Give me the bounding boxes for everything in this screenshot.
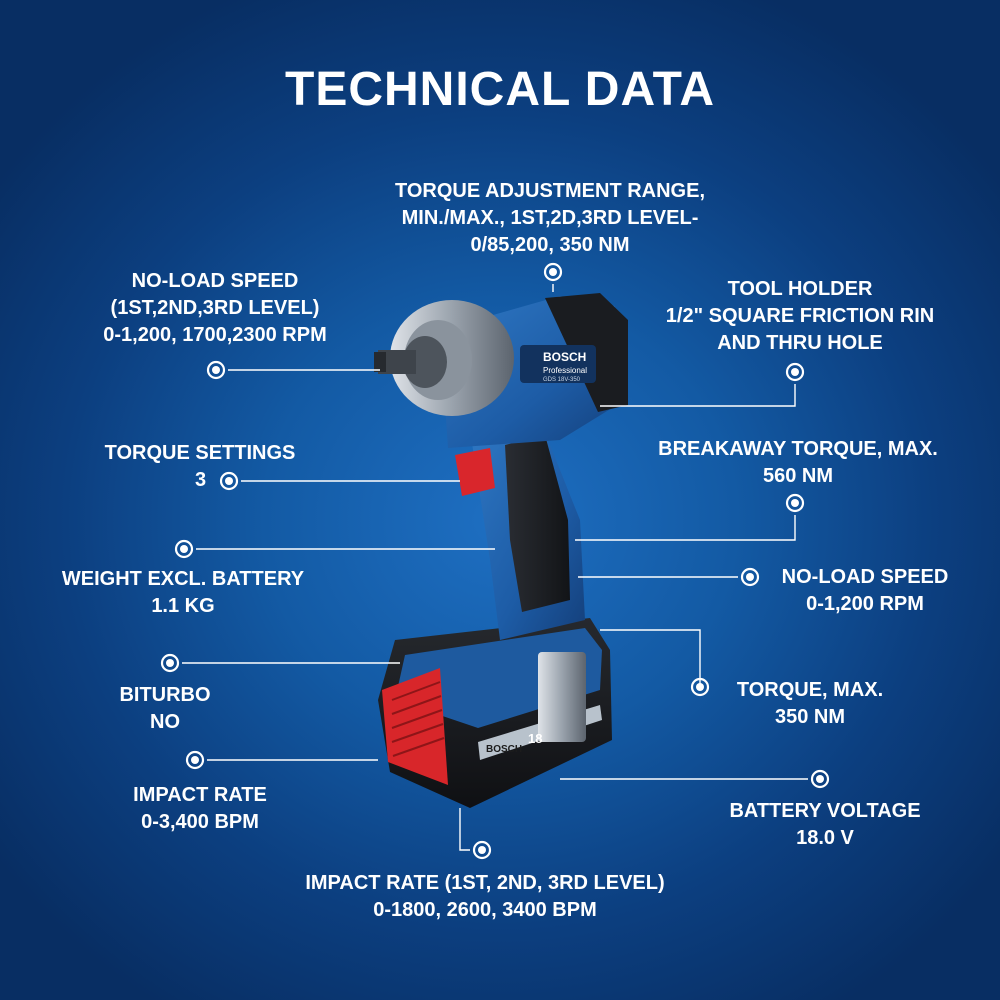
- spec-impact-rate-levels-label: IMPACT RATE (1ST, 2ND, 3RD LEVEL): [305, 872, 665, 894]
- spec-tool-holder-line1: TOOL HOLDER: [727, 278, 873, 300]
- spec-impact-rate-levels-value: 0-1800, 2600, 3400 BPM: [373, 899, 597, 921]
- spec-no-load-speed-label: NO-LOAD SPEED: [781, 566, 949, 588]
- page-title: TECHNICAL DATA: [285, 63, 715, 116]
- spec-no-load-speed-levels-line2: (1ST,2ND,3RD LEVEL): [110, 297, 320, 319]
- spec-no-load-speed: NO-LOAD SPEED 0-1,200 RPM: [760, 564, 970, 618]
- spec-breakaway-torque: BREAKAWAY TORQUE, MAX. 560 NM: [615, 436, 981, 490]
- anvil-head: [374, 300, 514, 416]
- spec-tool-holder-line2: 1/2" SQUARE FRICTION RIN: [665, 305, 935, 327]
- tool-model-label: GDS 18V-350: [543, 377, 581, 383]
- spec-battery-voltage-label: BATTERY VOLTAGE: [729, 800, 921, 822]
- spec-biturbo-label: BITURBO: [119, 684, 211, 706]
- spec-torque-max: TORQUE, MAX. 350 NM: [710, 677, 910, 731]
- spec-weight: WEIGHT EXCL. BATTERY 1.1 KG: [30, 566, 336, 620]
- spec-torque-max-label: TORQUE, MAX.: [736, 679, 884, 701]
- spec-breakaway-torque-value: 560 NM: [762, 465, 834, 487]
- battery-brand-label: BOSCH: [486, 744, 522, 755]
- marker-biturbo: [160, 653, 180, 673]
- spec-impact-rate-value: 0-3,400 BPM: [141, 811, 259, 833]
- marker-tool-holder: [785, 362, 805, 382]
- battery-voltage-label: 18: [528, 731, 542, 746]
- spec-torque-range-value: 0/85,200, 350 NM: [470, 234, 630, 256]
- spec-tool-holder-line3: AND THRU HOLE: [717, 332, 883, 354]
- spec-impact-rate: IMPACT RATE 0-3,400 BPM: [100, 782, 300, 836]
- spec-torque-settings-label: TORQUE SETTINGS: [104, 442, 296, 464]
- spec-torque-range-line1: TORQUE ADJUSTMENT RANGE,: [394, 180, 706, 202]
- tool-handle: [455, 420, 585, 640]
- tool-line-label: Professional: [543, 366, 587, 375]
- spec-no-load-speed-value: 0-1,200 RPM: [806, 593, 924, 615]
- spec-biturbo-value: NO: [150, 711, 180, 733]
- spec-biturbo: BITURBO NO: [90, 682, 240, 736]
- spec-impact-rate-levels: IMPACT RATE (1ST, 2ND, 3RD LEVEL) 0-1800…: [230, 870, 740, 924]
- marker-torque-max: [690, 677, 710, 697]
- battery-pack: BOSCH 18: [378, 618, 612, 808]
- marker-no-load-speed-levels: [206, 360, 226, 380]
- spec-torque-settings-value: 3: [195, 469, 207, 491]
- marker-breakaway-torque: [785, 493, 805, 513]
- marker-impact-rate: [185, 750, 205, 770]
- spec-torque-range-line2: MIN./MAX., 1ST,2D,3RD LEVEL-: [401, 207, 699, 229]
- spec-torque-settings: TORQUE SETTINGS 3: [60, 440, 340, 494]
- spec-weight-value: 1.1 KG: [151, 595, 215, 617]
- spec-breakaway-torque-label: BREAKAWAY TORQUE, MAX.: [658, 438, 938, 460]
- spec-no-load-speed-levels-value: 0-1,200, 1700,2300 RPM: [103, 324, 327, 346]
- marker-impact-rate-levels: [472, 840, 492, 860]
- marker-no-load-speed: [740, 567, 760, 587]
- marker-battery-voltage: [810, 769, 830, 789]
- spec-impact-rate-label: IMPACT RATE: [133, 784, 267, 806]
- marker-torque-settings: [219, 471, 239, 491]
- spec-torque-max-value: 350 NM: [774, 706, 846, 728]
- spec-torque-range: TORQUE ADJUSTMENT RANGE, MIN./MAX., 1ST,…: [300, 178, 800, 259]
- marker-torque-range: [543, 262, 563, 282]
- marker-weight: [174, 539, 194, 559]
- spec-no-load-speed-levels-line1: NO-LOAD SPEED: [131, 270, 299, 292]
- spec-weight-label: WEIGHT EXCL. BATTERY: [61, 568, 305, 590]
- spec-battery-voltage-value: 18.0 V: [796, 827, 854, 849]
- spec-tool-holder: TOOL HOLDER 1/2" SQUARE FRICTION RIN AND…: [620, 276, 980, 357]
- tool-brand-label: BOSCH: [543, 350, 586, 364]
- spec-no-load-speed-levels: NO-LOAD SPEED (1ST,2ND,3RD LEVEL) 0-1,20…: [40, 268, 390, 349]
- spec-battery-voltage: BATTERY VOLTAGE 18.0 V: [700, 798, 950, 852]
